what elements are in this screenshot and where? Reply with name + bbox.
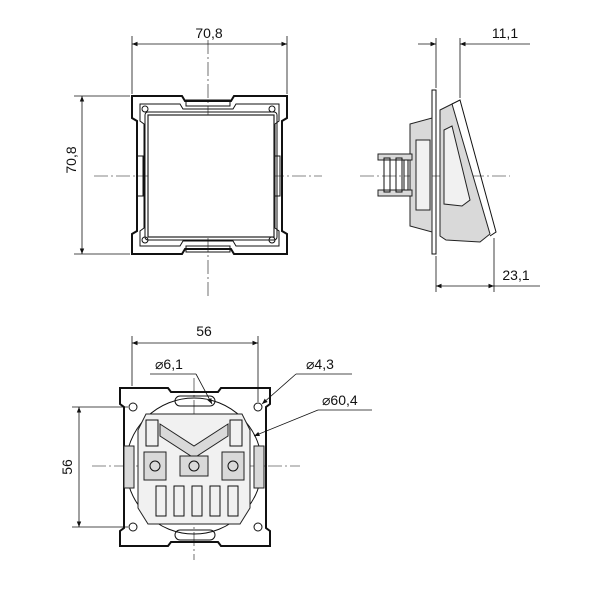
callout-60-4-label: ⌀60,4 — [322, 392, 358, 408]
front-top-tab — [185, 99, 231, 107]
callout-4-3-leader — [261, 373, 297, 405]
front-view: 70,8 70,8 — [63, 25, 322, 298]
back-center-screw — [188, 460, 200, 472]
front-height-label: 70,8 — [63, 146, 79, 173]
back-terminal-right — [221, 451, 245, 481]
back-terminal-left — [143, 451, 167, 481]
callout-6-1-label: ⌀6,1 — [155, 356, 183, 372]
back-bottom-slot — [174, 529, 216, 541]
front-screw-hole-tl — [141, 105, 149, 113]
back-terminal-screw-left — [149, 460, 161, 472]
side-terminal-clamp-2 — [395, 157, 403, 193]
side-mechanism-inner — [415, 139, 431, 211]
back-rib-5 — [227, 485, 239, 517]
side-total-label: 23,1 — [502, 267, 529, 283]
back-screw-hole-bl — [128, 522, 138, 532]
back-screw-hole-br — [253, 522, 263, 532]
front-bottom-tab — [185, 245, 231, 253]
side-terminal-clamp-1 — [383, 157, 391, 193]
back-mounting-frame — [119, 387, 271, 547]
back-height-label: 56 — [59, 459, 75, 475]
back-view: 56 56 ⌀6,1 ⌀4,3 ⌀60,4 — [59, 323, 372, 560]
side-depth-label: 11,1 — [492, 25, 518, 41]
back-right-clip — [253, 445, 265, 489]
back-rib-1 — [155, 485, 167, 517]
front-width-label: 70,8 — [195, 25, 222, 41]
front-key-outline — [144, 111, 278, 241]
back-left-clip — [123, 445, 135, 489]
side-terminal-top — [377, 153, 413, 161]
back-chevron — [159, 423, 229, 459]
back-top-slot — [174, 395, 216, 407]
back-upper-rib-left — [145, 419, 159, 447]
callout-4-3-label: ⌀4,3 — [306, 356, 334, 372]
side-terminal-bottom — [377, 189, 413, 197]
back-screw-hole-tl — [128, 402, 138, 412]
callout-60-4-leader — [253, 409, 319, 437]
back-upper-rib-right — [229, 419, 243, 447]
back-rib-4 — [209, 485, 221, 517]
side-key-inner — [443, 125, 471, 207]
front-screw-hole-tr — [268, 105, 276, 113]
front-frame-inner — [139, 103, 280, 247]
side-mounting-plate — [431, 89, 437, 255]
front-left-latch — [136, 155, 144, 197]
back-width-label: 56 — [196, 323, 212, 339]
callout-6-1-leader — [195, 373, 213, 405]
side-terminal-clamp-3 — [403, 159, 409, 191]
back-rib-3 — [191, 485, 203, 517]
front-mounting-frame — [131, 95, 288, 255]
back-terminal-screw-right — [227, 460, 239, 472]
back-screw-hole-tr — [253, 402, 263, 412]
side-view: 11,1 23,1 — [360, 25, 540, 292]
back-rib-2 — [173, 485, 185, 517]
side-key-face — [451, 99, 497, 237]
front-key-plate — [147, 114, 275, 238]
back-center-clamp — [179, 455, 209, 477]
